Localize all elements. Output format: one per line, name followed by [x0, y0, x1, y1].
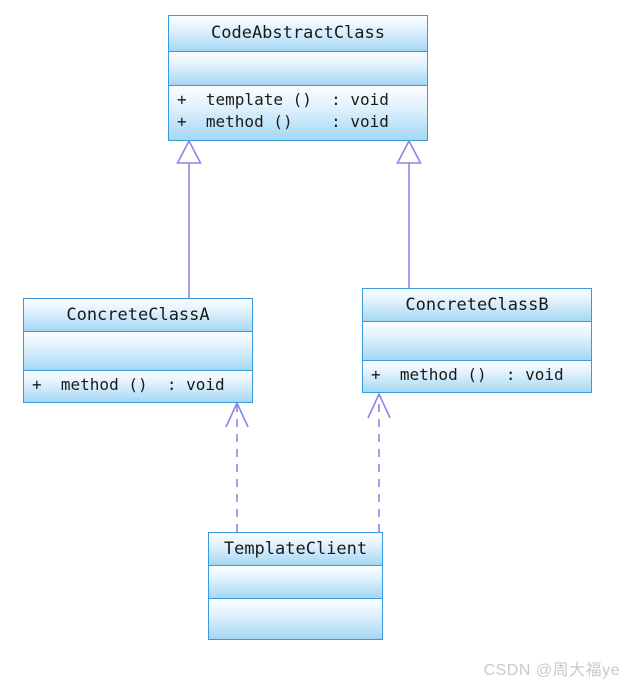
method-row: + method () : void: [177, 112, 389, 131]
class-box-template-client[interactable]: TemplateClient: [208, 532, 383, 640]
method-row: + method () : void: [32, 375, 225, 394]
attributes-compartment-code-abstract-class: [169, 52, 427, 86]
method-row: + template () : void: [177, 90, 389, 109]
class-box-concrete-class-a[interactable]: ConcreteClassA + method () : void: [23, 298, 253, 403]
dependency-client-to-concrete-b: [367, 392, 391, 532]
class-name-concrete-class-a: ConcreteClassA: [24, 299, 252, 332]
methods-compartment-concrete-class-b: + method () : void: [363, 361, 591, 392]
attributes-compartment-template-client: [209, 566, 382, 599]
methods-compartment-template-client: [209, 599, 382, 639]
csdn-watermark: CSDN @周大福ye: [483, 662, 620, 679]
methods-compartment-concrete-class-a: + method () : void: [24, 371, 252, 402]
class-name-template-client: TemplateClient: [209, 533, 382, 566]
class-box-code-abstract-class[interactable]: CodeAbstractClass + template () : void +…: [168, 15, 428, 141]
class-name-code-abstract-class: CodeAbstractClass: [169, 16, 427, 52]
attributes-compartment-concrete-class-b: [363, 322, 591, 361]
class-box-concrete-class-b[interactable]: ConcreteClassB + method () : void: [362, 288, 592, 393]
generalization-concrete-a-to-abstract: [176, 139, 202, 298]
method-row: + method () : void: [371, 365, 564, 384]
class-name-concrete-class-b: ConcreteClassB: [363, 289, 591, 322]
generalization-concrete-b-to-abstract: [396, 139, 422, 288]
dependency-client-to-concrete-a: [225, 401, 249, 532]
attributes-compartment-concrete-class-a: [24, 332, 252, 371]
methods-compartment-code-abstract-class: + template () : void + method () : void: [169, 86, 427, 140]
